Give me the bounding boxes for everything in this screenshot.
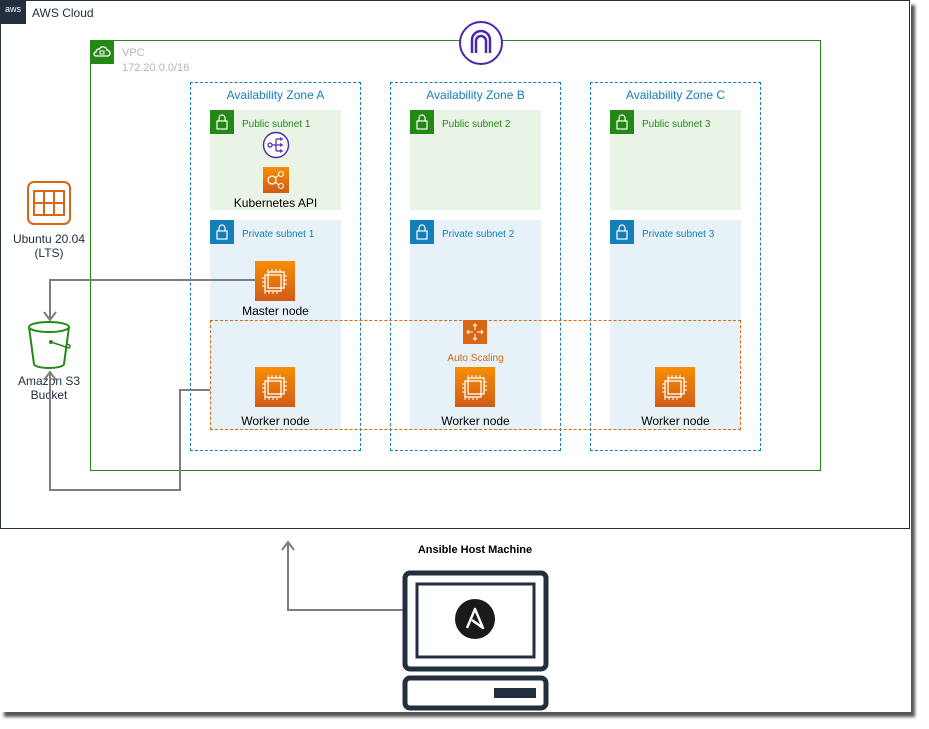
ansible-host-label: Ansible Host Machine [417, 544, 533, 556]
lock-icon [210, 220, 234, 244]
aws-cloud-title: AWS Cloud [32, 6, 94, 20]
public-subnet-1: Public subnet 1 [210, 110, 341, 210]
availability-zone-c [590, 82, 761, 451]
private-subnet-2-label: Private subnet 2 [442, 229, 515, 240]
vpc-label: VPC 172.20.0.0/16 [122, 46, 189, 76]
ubuntu-label: Ubuntu 20.04 (LTS) [4, 232, 94, 260]
zone-c-label: Availability Zone C [625, 88, 726, 102]
s3-bucket-icon [25, 320, 73, 375]
arrow-head-icon [43, 370, 57, 381]
availability-zone-b [390, 82, 561, 451]
public-subnet-2: Public subnet 2 [410, 110, 541, 210]
vpc-group [90, 40, 821, 471]
ec2-instance-icon [255, 367, 295, 407]
zone-a-label: Availability Zone A [226, 88, 325, 102]
master-node-label: Master node [242, 304, 309, 318]
ubuntu-label-line1: Ubuntu 20.04 [12, 232, 86, 246]
ec2-instance-icon [455, 367, 495, 407]
ansible-to-cloud-connector [287, 544, 403, 611]
availability-zone-a [190, 82, 361, 451]
master-to-s3-connector [49, 279, 255, 318]
s3-label-line1: Amazon S3 [17, 374, 81, 388]
ubuntu-label-line2: (LTS) [34, 246, 64, 260]
public-subnet-1-label: Public subnet 1 [242, 119, 311, 130]
auto-scaling-icon [463, 320, 487, 344]
vpc-title: VPC [122, 47, 145, 59]
zone-b-label: Availability Zone B [426, 88, 525, 102]
ec2-instance-icon [655, 367, 695, 407]
arrow-head-icon [43, 311, 57, 322]
lock-icon [410, 110, 434, 134]
public-subnet-3: Public subnet 3 [610, 110, 741, 210]
aws-cloud-group [0, 0, 910, 529]
ec2-instance-icon [255, 261, 295, 301]
vpc-cloud-icon [90, 40, 114, 64]
internet-gateway-icon [458, 20, 504, 71]
worker-node-label: Worker node [241, 414, 310, 428]
worker-node-label: Worker node [441, 414, 510, 428]
worker-to-s3-connector [49, 372, 210, 491]
vpc-cidr: 172.20.0.0/16 [122, 62, 190, 74]
private-subnet-1-label: Private subnet 1 [242, 229, 315, 240]
ami-icon [27, 181, 71, 230]
aws-logo-icon: aws [0, 0, 26, 24]
lock-icon [410, 220, 434, 244]
lock-icon [610, 220, 634, 244]
public-subnet-3-label: Public subnet 3 [642, 119, 711, 130]
public-subnet-2-label: Public subnet 2 [442, 119, 511, 130]
load-balancer-icon [262, 131, 290, 164]
kubernetes-api-label: Kubernetes API [233, 196, 318, 210]
lock-icon [610, 110, 634, 134]
arrow-head-icon [281, 540, 295, 551]
auto-scaling-label: Auto Scaling [447, 353, 504, 364]
private-subnet-3-label: Private subnet 3 [642, 229, 715, 240]
kubernetes-api-icon [263, 167, 289, 193]
worker-node-label: Worker node [641, 414, 710, 428]
lock-icon [210, 110, 234, 134]
ansible-logo-icon [455, 599, 495, 644]
